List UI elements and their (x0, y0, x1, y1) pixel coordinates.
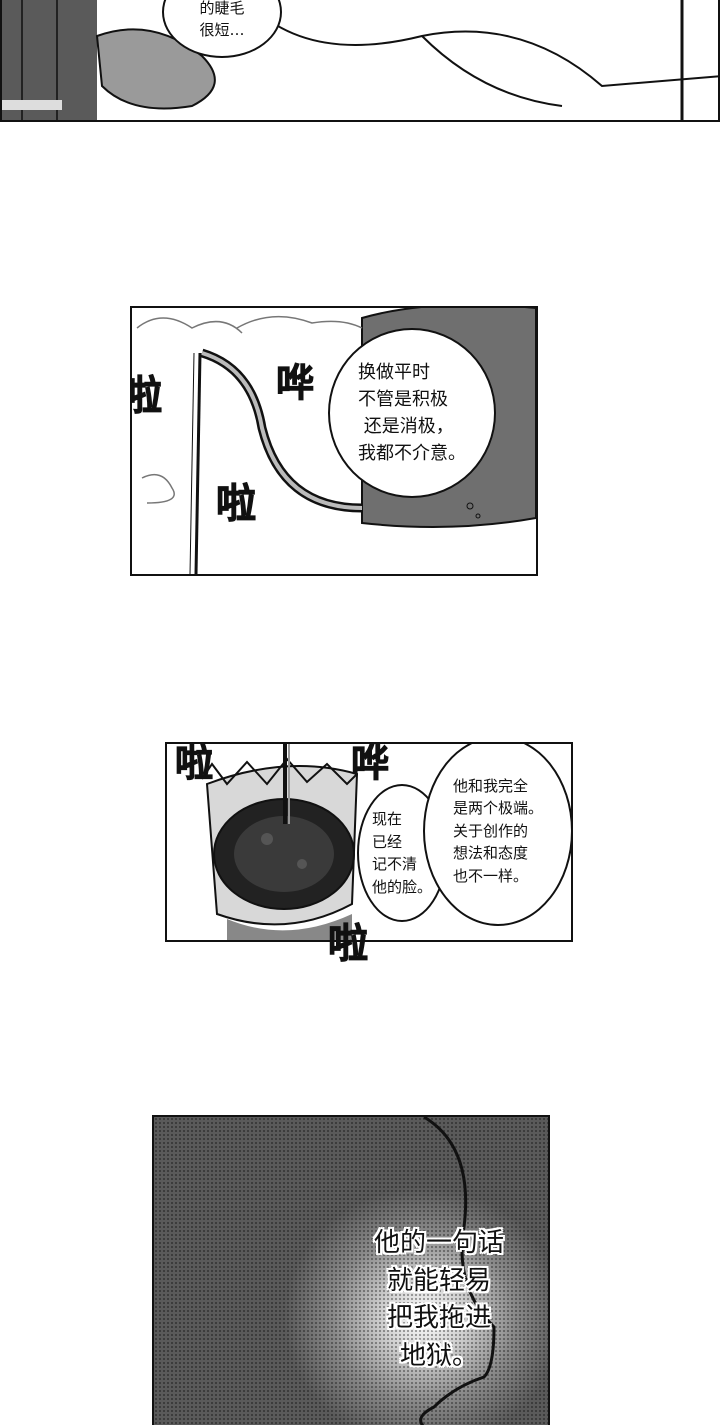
sfx-la-bottom: 啦 (216, 481, 257, 527)
speech-text-kettle: 换做平时 不管是积极 还是消极， 我都不介意。 (358, 362, 466, 464)
sfx-la-left: 啦 (132, 376, 163, 417)
panel-dark: 他的一句话 就能轻易 把我拖进 地狱。 (152, 1115, 550, 1425)
speech-text-right: 他和我完全 是两个极端。 关于创作的 想法和态度 也不一样。 (452, 776, 543, 885)
panel-kettle: 啦 哗 啦 换做平时 不管是积极 还是消极， 我都不介意。 (130, 306, 538, 576)
speech-text-left: 现在 已经 记不清 他的脸。 (371, 810, 432, 896)
dark-panel-art (419, 1117, 496, 1425)
speech-bubble-kettle: 换做平时 不管是积极 还是消极， 我都不介意。 (328, 328, 496, 498)
panel-filter: 啦 哗 现在 已经 记不清 他的脸。 他和我完全 是两个极端。 关于创作的 想法… (165, 742, 573, 942)
dark-panel-texture (154, 1117, 548, 1425)
sfx-la-left: 啦 (174, 742, 213, 785)
panel-top-art (2, 0, 718, 120)
sfx-hua-top: 哗 (350, 742, 389, 785)
sfx-la-bottom-filter: 啦 (328, 921, 369, 967)
narration-text: 他的一句话 就能轻易 把我拖进 地狱。 (374, 1228, 505, 1372)
filter-art (201, 744, 359, 940)
speech-bubble-right: 他和我完全 是两个极端。 关于创作的 想法和态度 也不一样。 (423, 744, 571, 926)
panel-top: 的睫毛 很短… (0, 0, 720, 122)
speech-text-top: 的睫毛 很短… (199, 0, 245, 39)
sfx-hua-top: 哗 (275, 361, 314, 405)
